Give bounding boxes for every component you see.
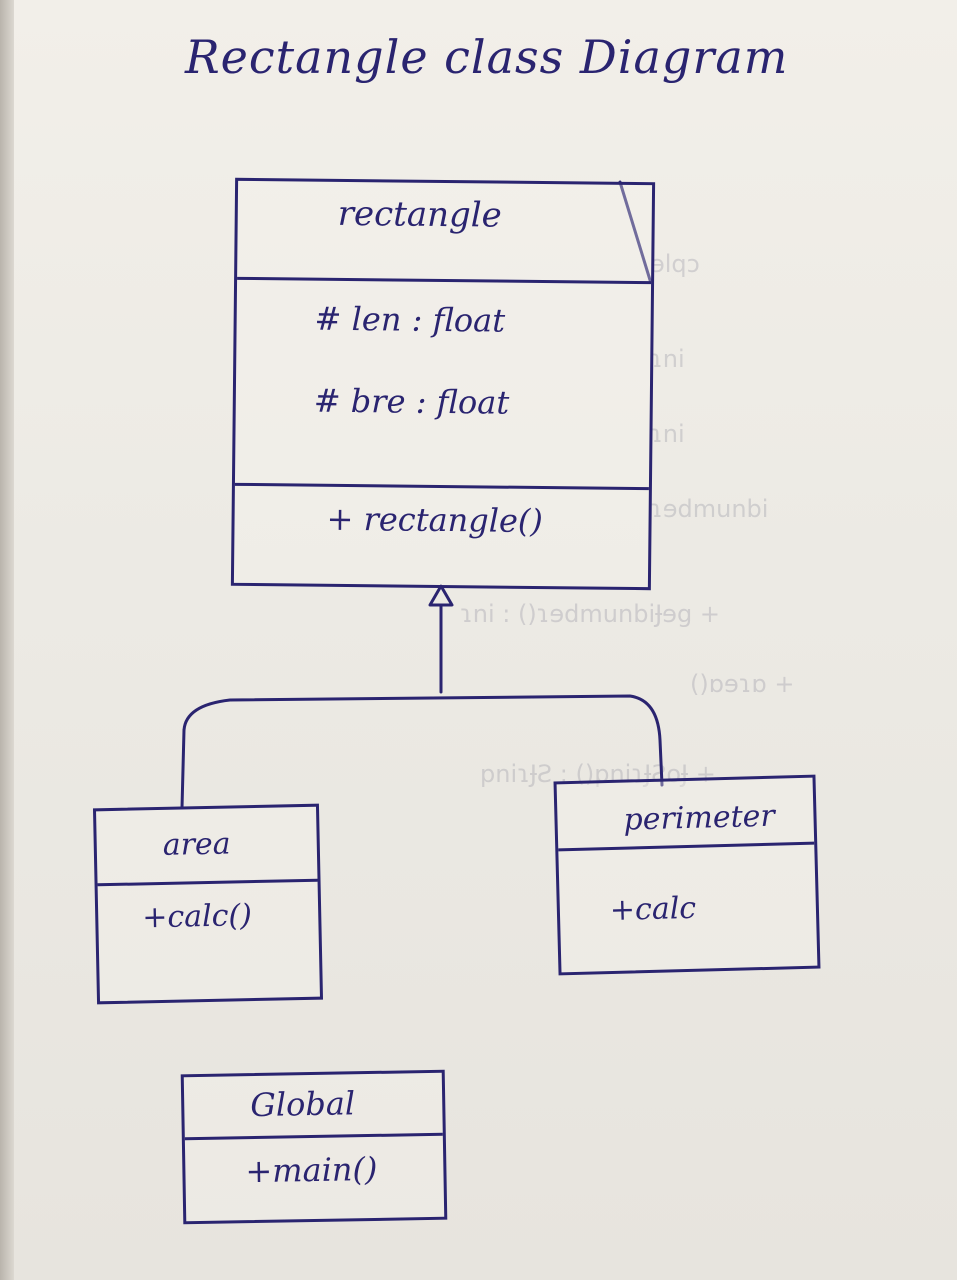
- show-through-text: ɘlqɔ: [650, 250, 700, 278]
- show-through-text: ɿni: [650, 345, 685, 373]
- class-area: area +calc(): [92, 803, 324, 1005]
- page-edge: [0, 0, 14, 1280]
- branch-to-area: [180, 728, 186, 810]
- show-through-text: ()ɒɘɿɒ +: [690, 670, 795, 698]
- inheritance-arrowhead: [428, 584, 454, 607]
- show-through-text: pniɿɈƧ : ()pniɿɈƧoɈ +: [480, 760, 716, 788]
- method-rectangle: + rectangle(): [326, 499, 544, 541]
- class-name: rectangle: [337, 193, 502, 236]
- diagram-title: Rectangle class Diagram: [185, 30, 789, 84]
- class-perimeter: perimeter +calc: [553, 774, 821, 976]
- class-name: area: [162, 826, 231, 863]
- method-calc: +calc: [609, 890, 697, 929]
- section-divider: [237, 276, 652, 285]
- box-flap-line: [618, 180, 652, 282]
- method-calc: +calc(): [141, 898, 253, 936]
- section-divider: [184, 1132, 443, 1141]
- class-global: Global +main(): [180, 1069, 448, 1225]
- show-through-text: ɿɘdmunbi: [650, 495, 769, 523]
- method-main: +main(): [245, 1149, 378, 1191]
- section-divider: [234, 482, 649, 491]
- class-rectangle: rectangle # len : float # bre : float + …: [230, 177, 656, 591]
- section-divider: [558, 841, 815, 852]
- section-divider: [97, 878, 318, 887]
- show-through-text: ɿni: [650, 420, 685, 448]
- attribute-bre: # bre : float: [313, 381, 510, 422]
- class-name: perimeter: [623, 798, 776, 838]
- class-name: Global: [249, 1084, 356, 1125]
- attribute-len: # len : float: [314, 299, 506, 340]
- inheritance-branch: [182, 694, 664, 787]
- show-through-text: ɿni : ()ɿɘdmunbiɈɘg +: [460, 600, 720, 628]
